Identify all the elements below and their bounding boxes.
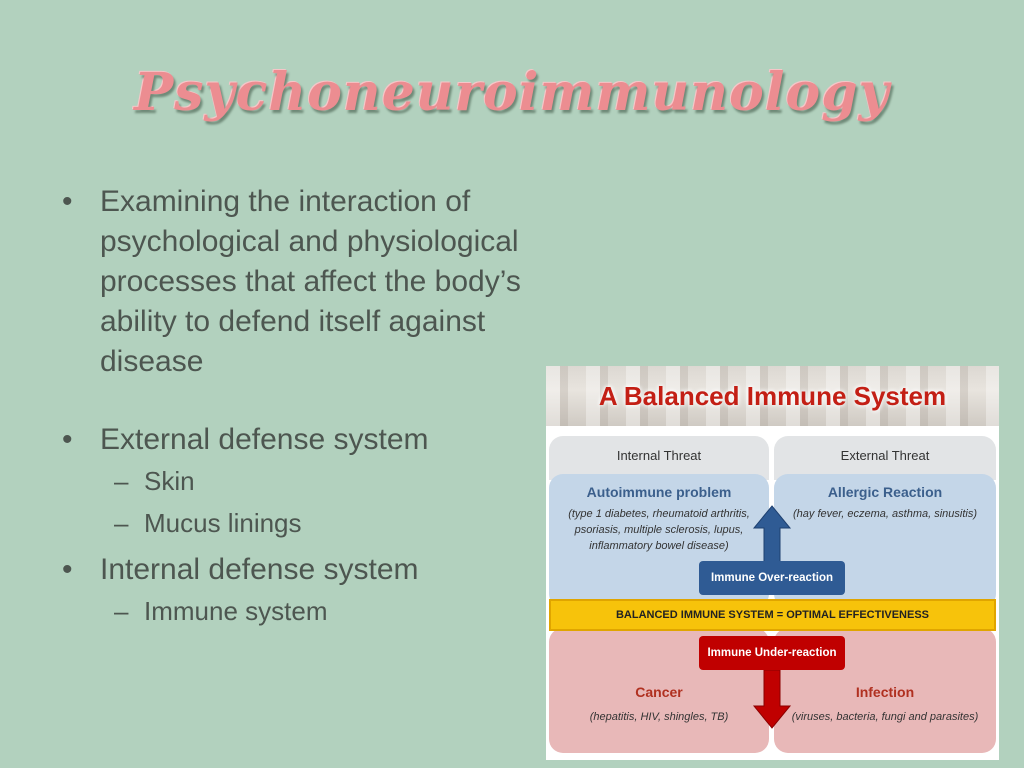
bullet-text: External defense system bbox=[100, 423, 429, 456]
bullet-icon: • bbox=[62, 553, 73, 586]
internal-threat-header: Internal Threat bbox=[549, 436, 769, 480]
bullet-item: • Internal defense system bbox=[62, 550, 602, 590]
immune-under-reaction-label: Immune Under-reaction bbox=[699, 636, 845, 670]
sub-bullet-item: – Mucus linings bbox=[62, 502, 602, 544]
sub-bullet-text: Mucus linings bbox=[144, 508, 302, 538]
balanced-immune-bar: BALANCED IMMUNE SYSTEM = OPTIMAL EFFECTI… bbox=[549, 599, 996, 631]
dash-icon: – bbox=[114, 508, 129, 538]
bullet-line: Examining the interaction of bbox=[100, 185, 471, 218]
infection-detail: (viruses, bacteria, fungi and parasites) bbox=[791, 711, 979, 723]
bullet-icon: • bbox=[62, 185, 73, 218]
autoimmune-detail-line: (type 1 diabetes, rheumatoid arthritis, bbox=[568, 508, 750, 520]
sub-bullet-item: – Immune system bbox=[62, 590, 602, 632]
immune-system-diagram: A Balanced Immune System Internal Threat… bbox=[546, 366, 999, 760]
sub-bullet-text: Immune system bbox=[144, 596, 328, 626]
up-arrow-icon bbox=[752, 505, 792, 564]
dash-icon: – bbox=[114, 466, 129, 496]
allergic-heading: Allergic Reaction bbox=[827, 484, 943, 500]
cancer-heading: Cancer bbox=[635, 684, 683, 700]
down-arrow-icon bbox=[752, 670, 792, 729]
bullet-line: ability to defend itself against bbox=[100, 305, 486, 338]
diagram-header-photo bbox=[546, 366, 999, 426]
autoimmune-heading: Autoimmune problem bbox=[586, 484, 732, 500]
bullet-item: • Examining the interaction of psycholog… bbox=[62, 182, 602, 382]
dash-icon: – bbox=[114, 596, 129, 626]
diagram-title: A Balanced Immune System bbox=[598, 381, 947, 411]
sub-bullet-item: – Skin bbox=[62, 460, 602, 502]
bullet-line: psychological and physiological bbox=[100, 225, 519, 258]
bullet-line: disease bbox=[100, 345, 204, 378]
bullet-line: processes that affect the body’s bbox=[100, 265, 521, 298]
immune-over-reaction-label: Immune Over-reaction bbox=[699, 561, 845, 595]
external-threat-header: External Threat bbox=[774, 436, 996, 480]
sub-bullet-text: Skin bbox=[144, 466, 195, 496]
bullet-list: • Examining the interaction of psycholog… bbox=[62, 182, 602, 632]
allergic-detail: (hay fever, eczema, asthma, sinusitis) bbox=[792, 508, 977, 520]
cancer-detail: (hepatitis, HIV, shingles, TB) bbox=[589, 711, 729, 723]
bullet-icon: • bbox=[62, 423, 73, 456]
autoimmune-detail-line: inflammatory bowel disease) bbox=[589, 540, 729, 552]
bullet-text: Internal defense system bbox=[100, 553, 419, 586]
slide-title: Psychoneuroimmunology bbox=[134, 62, 890, 123]
bullet-item: • External defense system bbox=[62, 420, 602, 460]
infection-heading: Infection bbox=[855, 684, 915, 700]
autoimmune-detail-line: psoriasis, multiple sclerosis, lupus, bbox=[574, 524, 744, 536]
